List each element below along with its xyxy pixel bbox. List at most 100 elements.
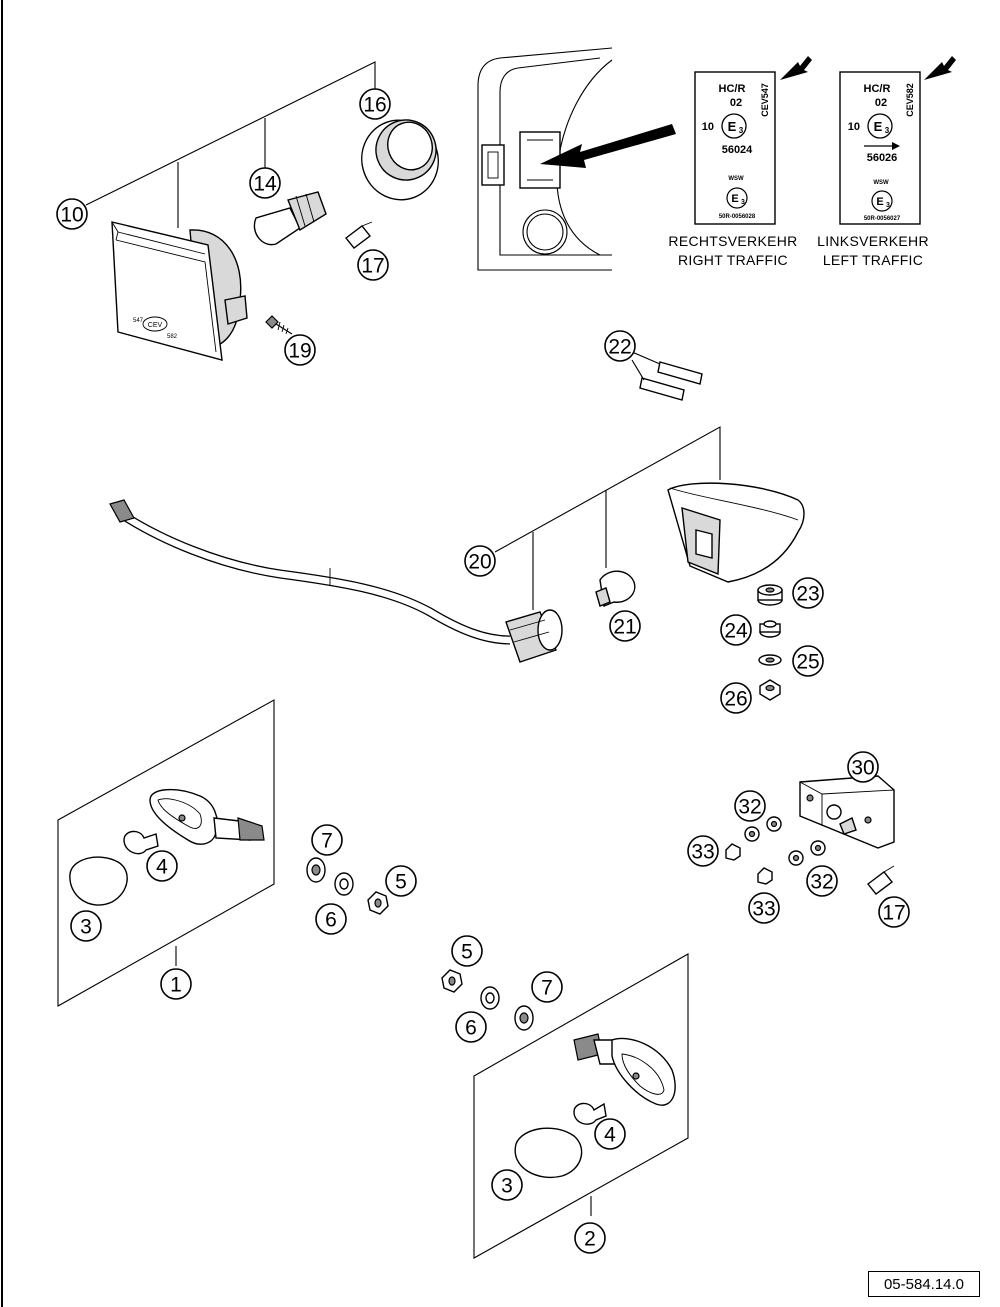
callout-30: 30	[847, 751, 879, 783]
caption-en: LEFT TRAFFIC	[823, 252, 923, 268]
label-wsw-mark: E	[876, 196, 883, 208]
label-number: 56026	[867, 152, 898, 164]
label-mark-prefix: 10	[848, 121, 860, 133]
callout-26: 26	[720, 682, 752, 714]
wiring-harness	[109, 499, 511, 645]
callout-32a: 32	[734, 790, 766, 822]
svg-text:5: 5	[461, 941, 473, 964]
svg-text:5: 5	[395, 871, 407, 894]
svg-text:7: 7	[541, 977, 553, 1000]
svg-text:6: 6	[325, 909, 337, 932]
caption-de: RECHTSVERKEHR	[668, 233, 797, 249]
callout-25: 25	[792, 645, 824, 677]
caption-en: RIGHT TRAFFIC	[678, 252, 788, 268]
callout-17b: 17	[878, 896, 910, 928]
label-maker: CEV582	[905, 83, 915, 117]
svg-text:21: 21	[613, 616, 636, 639]
svg-text:23: 23	[796, 583, 819, 606]
callout-19: 19	[284, 334, 316, 366]
homologation-label-right-traffic: HC/R 02 10 E 3 56024 WSW E 3 50R-0056028…	[668, 56, 812, 268]
diagram-code: 05-584.14.0	[868, 1271, 980, 1297]
callout-4a: 4	[146, 850, 178, 882]
label-wsw-mark: E	[731, 193, 738, 205]
rubber-spacer	[757, 584, 783, 606]
svg-text:6: 6	[465, 1017, 477, 1040]
bushing	[759, 620, 781, 638]
callout-33a: 33	[687, 835, 719, 867]
svg-text:32: 32	[738, 796, 761, 819]
label-mark-prefix: 10	[702, 121, 714, 133]
label-mark: E	[728, 119, 737, 134]
callout-33b: 33	[748, 892, 780, 924]
svg-text:7: 7	[321, 830, 333, 853]
label-wsw: WSW	[728, 176, 744, 182]
callout-7b: 7	[531, 971, 563, 1003]
callout-14: 14	[249, 167, 281, 199]
callout-5a: 5	[385, 865, 417, 897]
callout-24: 24	[720, 614, 752, 646]
svg-text:4: 4	[604, 1124, 616, 1147]
lens-left-text: 547	[133, 318, 144, 324]
label-wsw: WSW	[873, 180, 889, 186]
svg-text:3: 3	[80, 916, 92, 939]
label-wsw-sub: 3	[741, 199, 745, 206]
hardware-right	[441, 969, 534, 1031]
svg-text:16: 16	[363, 94, 386, 117]
callout-2: 2	[574, 1222, 606, 1254]
svg-text:2: 2	[584, 1228, 596, 1251]
label-pointer-arrow	[924, 56, 956, 80]
callout-3b: 3	[491, 1169, 523, 1201]
tail-light-group	[109, 426, 805, 701]
callout-16: 16	[359, 88, 391, 120]
svg-text:10: 10	[60, 204, 83, 227]
callout-22: 22	[604, 330, 636, 362]
label-class: 02	[730, 97, 742, 109]
screw	[265, 315, 293, 335]
turn-signal-right-group	[473, 953, 689, 1259]
label-wsw-sub: 3	[886, 202, 890, 209]
lens-brand-text: CEV	[148, 322, 163, 329]
callout-20: 20	[464, 545, 496, 577]
label-code: 50R-0056027	[864, 216, 901, 222]
callout-6b: 6	[455, 1011, 487, 1043]
svg-text:30: 30	[851, 757, 874, 780]
callout-5b: 5	[451, 935, 483, 967]
callout-21: 21	[609, 610, 641, 642]
callout-10: 10	[56, 198, 88, 230]
svg-text:19: 19	[288, 340, 311, 363]
headlight-unit: CEV 547 582	[111, 221, 248, 361]
label-class: 02	[875, 97, 887, 109]
svg-text:33: 33	[752, 898, 775, 921]
callout-1: 1	[160, 968, 192, 1000]
svg-text:22: 22	[608, 336, 631, 359]
label-mark-sub: 3	[739, 126, 744, 135]
lens-right-text: 582	[167, 334, 178, 340]
svg-text:1: 1	[170, 974, 182, 997]
callout-32b: 32	[806, 865, 838, 897]
label-code: 50R-0056028	[719, 214, 756, 220]
headlight-location-view	[477, 47, 676, 271]
callout-3a: 3	[70, 910, 102, 942]
svg-text:4: 4	[156, 856, 168, 879]
svg-text:32: 32	[810, 871, 833, 894]
location-arrow	[540, 124, 676, 168]
caption-de: LINKSVERKEHR	[817, 233, 929, 249]
svg-text:17: 17	[361, 255, 384, 278]
svg-text:3: 3	[501, 1175, 513, 1198]
parking-bulb	[345, 221, 373, 249]
callout-17a: 17	[357, 249, 389, 281]
washer	[758, 654, 782, 666]
label-pointer-arrow	[780, 56, 812, 80]
license-plate-light-group	[725, 775, 895, 895]
label-maker: CEV547	[760, 83, 770, 117]
tail-lamp-housing	[667, 482, 805, 583]
dust-cover	[361, 119, 439, 201]
label-hcr: HC/R	[719, 83, 746, 95]
cev-logo	[142, 316, 168, 332]
svg-text:14: 14	[253, 173, 277, 196]
hardware-left	[306, 857, 389, 915]
headlight-bulb	[253, 191, 327, 246]
callout-7a: 7	[311, 824, 343, 856]
svg-text:17: 17	[882, 902, 905, 925]
